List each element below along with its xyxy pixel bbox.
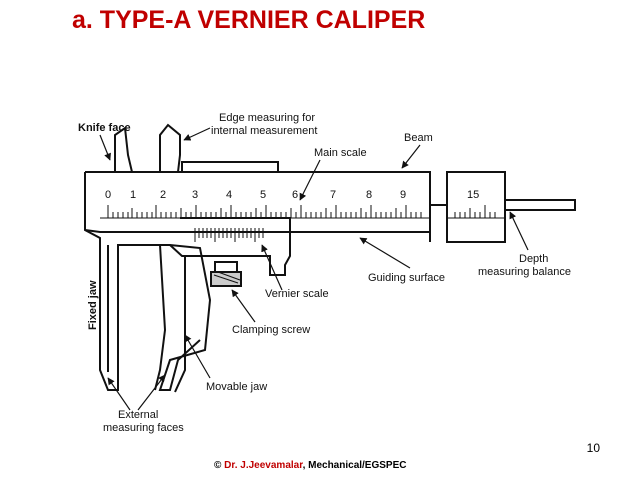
page-number: 10	[586, 441, 600, 455]
label-external-line1: External	[118, 409, 158, 421]
scale-number-end: 15	[467, 189, 479, 201]
label-movable-jaw: Movable jaw	[206, 381, 267, 393]
footer-credit: © Dr. J.Jeevamalar, Mechanical/EGSPEC	[214, 460, 407, 471]
label-edge-measuring-line2: internal measurement	[211, 125, 317, 137]
footer-author: Dr. J.Jeevamalar	[224, 460, 303, 471]
footer-dept: , Mechanical/EGSPEC	[302, 460, 407, 471]
main-scale-numbers: 0 1 2 3 4 5 6 7 8 9 15	[105, 189, 479, 201]
label-knife-face: Knife face	[78, 122, 131, 134]
scale-number: 4	[226, 189, 232, 201]
label-depth-line1: Depth	[519, 253, 548, 265]
label-clamping-screw: Clamping screw	[232, 324, 310, 336]
label-beam: Beam	[404, 132, 433, 144]
scale-number: 7	[330, 189, 336, 201]
main-scale-ticks	[100, 205, 505, 219]
scale-number: 2	[160, 189, 166, 201]
scale-number: 8	[366, 189, 372, 201]
label-edge-measuring-line1: Edge measuring for	[219, 112, 315, 124]
label-guiding-surface: Guiding surface	[368, 272, 445, 284]
vernier-scale-ticks	[194, 228, 264, 242]
label-external-line2: measuring faces	[103, 422, 184, 434]
label-depth-line2: measuring balance	[478, 266, 571, 278]
scale-number: 0	[105, 189, 111, 201]
label-fixed-jaw: Fixed jaw	[87, 280, 99, 330]
label-main-scale: Main scale	[314, 147, 367, 159]
scale-number: 9	[400, 189, 406, 201]
copyright-symbol: ©	[214, 460, 222, 471]
scale-number: 5	[260, 189, 266, 201]
scale-number: 1	[130, 189, 136, 201]
scale-number: 3	[192, 189, 198, 201]
slide-title: a. TYPE-A VERNIER CALIPER	[72, 6, 426, 34]
scale-number: 6	[292, 189, 298, 201]
callout-arrows	[99, 127, 529, 411]
caliper-body	[84, 123, 576, 393]
label-vernier-scale: Vernier scale	[265, 288, 329, 300]
